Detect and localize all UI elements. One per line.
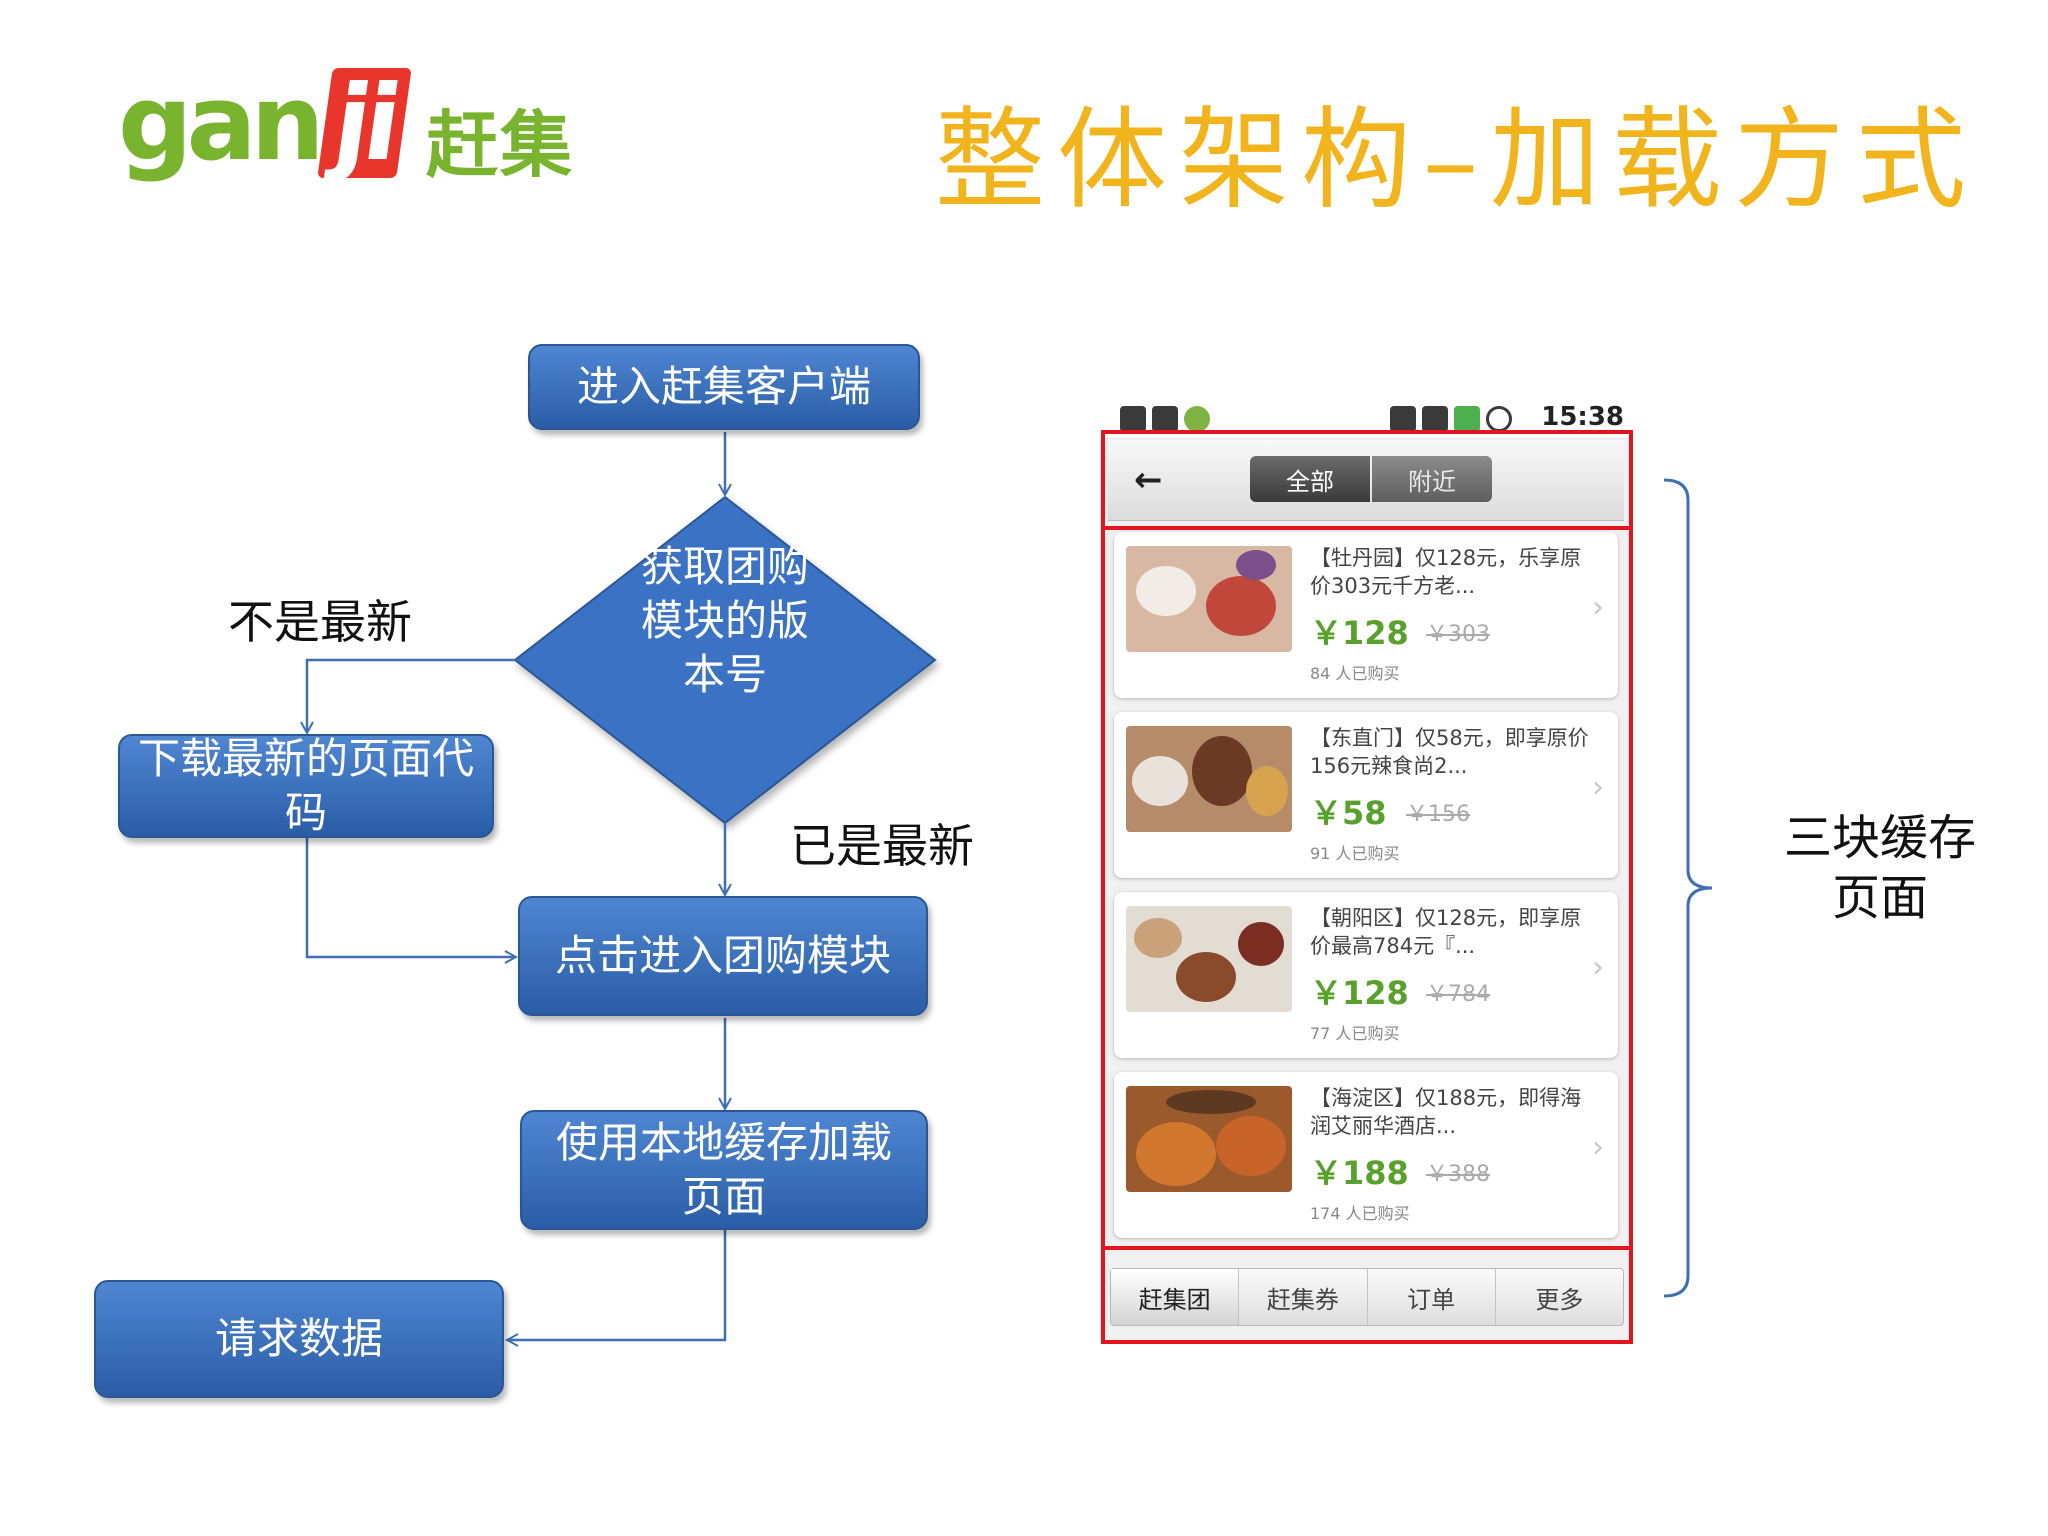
tab-orders[interactable]: 订单: [1368, 1269, 1496, 1325]
deal-price: ￥128: [1310, 614, 1409, 652]
battery-icon: [1454, 406, 1480, 432]
deal-card[interactable]: 【朝阳区】仅128元，即享原价最高784元『... ￥128 ￥784 77 人…: [1114, 892, 1618, 1058]
android-icon: [1184, 406, 1210, 432]
chevron-right-icon: ›: [1592, 770, 1604, 805]
cache-region-footer: [1101, 1246, 1633, 1344]
chevron-right-icon: ›: [1592, 950, 1604, 985]
deal-title: 【朝阳区】仅128元，即享原价最高784元『...: [1310, 906, 1582, 958]
deal-price: ￥128: [1310, 974, 1409, 1012]
deal-original-price: ￥388: [1426, 1162, 1490, 1187]
bottom-tab-bar: 赶集团 赶集券 订单 更多: [1110, 1268, 1624, 1326]
deal-buyers: 91 人已购买: [1310, 844, 1400, 863]
deal-thumbnail: [1126, 546, 1292, 652]
deal-original-price: ￥156: [1406, 802, 1470, 827]
tab-ganji-group[interactable]: 赶集团: [1111, 1269, 1240, 1325]
deal-thumbnail: [1126, 1086, 1292, 1192]
back-arrow-icon[interactable]: ←: [1134, 460, 1163, 500]
slide-title: 整体架构–加载方式: [935, 96, 1978, 224]
deal-card[interactable]: 【东直门】仅58元，即享原价156元辣食尚2... ￥58 ￥156 91 人已…: [1114, 712, 1618, 878]
deal-original-price: ￥784: [1426, 982, 1490, 1007]
deal-buyers: 174 人已购买: [1310, 1204, 1410, 1223]
deal-title: 【牡丹园】仅128元，乐享原价303元千方老...: [1310, 546, 1582, 598]
label-is-latest: 已是最新: [790, 819, 974, 873]
box-enter-client: 进入赶集客户端: [528, 344, 920, 430]
deal-card[interactable]: 【海淀区】仅188元，即得海润艾丽华酒店... ￥188 ￥388 174 人已…: [1114, 1072, 1618, 1238]
arrow-diamond-to-download: [307, 658, 515, 732]
phone-screenshot: 15:38 ← 全部 附近 【牡丹园】仅128元，乐享原价303元千方老... …: [1100, 398, 1632, 1340]
deal-price: ￥58: [1310, 794, 1387, 832]
sd-card-icon: [1152, 406, 1178, 432]
deal-title: 【东直门】仅58元，即享原价156元辣食尚2...: [1310, 726, 1589, 778]
diamond-get-version-text: 获取团购模块的版本号: [640, 542, 809, 699]
deal-title: 【海淀区】仅188元，即得海润艾丽华酒店...: [1310, 1086, 1582, 1138]
deal-thumbnail: [1126, 906, 1292, 1012]
cache-pages-label: 三块缓存页面: [1783, 810, 1976, 926]
top-nav-bar: ← 全部 附近: [1108, 440, 1624, 521]
ganji-logo: ganji 赶集: [118, 58, 578, 188]
segment-all[interactable]: 全部: [1250, 456, 1370, 502]
deal-card[interactable]: 【牡丹园】仅128元，乐享原价303元千方老... ￥128 ￥303 84 人…: [1114, 532, 1618, 698]
deal-thumbnail: [1126, 726, 1292, 832]
chevron-right-icon: ›: [1592, 1130, 1604, 1165]
signal-icon: [1422, 406, 1448, 432]
usb-icon: [1120, 406, 1146, 432]
chevron-right-icon: ›: [1592, 590, 1604, 625]
logo-wordmark: ganji: [118, 58, 412, 188]
label-not-latest: 不是最新: [228, 595, 412, 649]
box-enter-groupbuy: 点击进入团购模块: [518, 896, 928, 1016]
deal-buyers: 84 人已购买: [1310, 664, 1400, 683]
tab-more[interactable]: 更多: [1535, 1285, 1584, 1314]
logo-chinese: 赶集: [426, 103, 575, 187]
arrow-download-to-enter-groupbuy: [305, 838, 515, 957]
box-download-code: 下载最新的页面代码: [118, 734, 494, 838]
deal-original-price: ￥303: [1426, 622, 1490, 647]
status-time: 15:38: [1541, 402, 1624, 432]
segment-nearby[interactable]: 附近: [1372, 456, 1492, 502]
arrow-load-cache-to-request: [508, 1230, 727, 1340]
wifi-icon: [1390, 406, 1416, 432]
deal-price: ￥188: [1310, 1154, 1409, 1192]
box-request-data: 请求数据: [94, 1280, 504, 1398]
tab-ganji-coupon[interactable]: 赶集券: [1239, 1269, 1368, 1325]
box-load-cache: 使用本地缓存加载页面: [520, 1110, 928, 1230]
deal-buyers: 77 人已购买: [1310, 1024, 1400, 1043]
